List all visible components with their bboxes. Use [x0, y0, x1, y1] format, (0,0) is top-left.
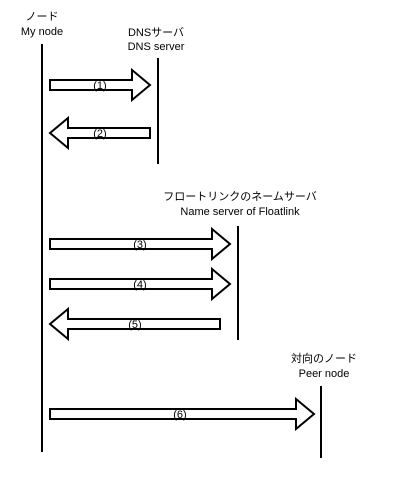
floatlink-ns-label-ja: フロートリンクのネームサーバ [163, 190, 317, 203]
arrow-6 [49, 396, 316, 432]
message-label-3: (3) [133, 239, 146, 251]
arrow-3 [49, 226, 232, 262]
my-node-label-ja: ノード [26, 11, 59, 23]
message-label-5: (5) [128, 319, 141, 331]
my-node-label-en: My node [21, 26, 63, 38]
peer-node-label-en: Peer node [299, 368, 350, 380]
dns-server-label-ja: DNSサーバ [128, 26, 184, 39]
arrow-1 [49, 67, 152, 103]
message-label-1: (1) [93, 80, 106, 92]
peer-node-label-ja: 対向のノード [291, 351, 357, 365]
arrow-4 [49, 266, 232, 302]
dns-server-label-en: DNS server [128, 41, 185, 53]
message-label-2: (2) [93, 128, 106, 140]
arrow-5 [48, 306, 221, 342]
message-label-6: (6) [173, 409, 186, 421]
floatlink-ns-label-en: Name server of Floatlink [180, 206, 300, 218]
arrow-2 [48, 115, 151, 151]
message-label-4: (4) [133, 279, 146, 291]
